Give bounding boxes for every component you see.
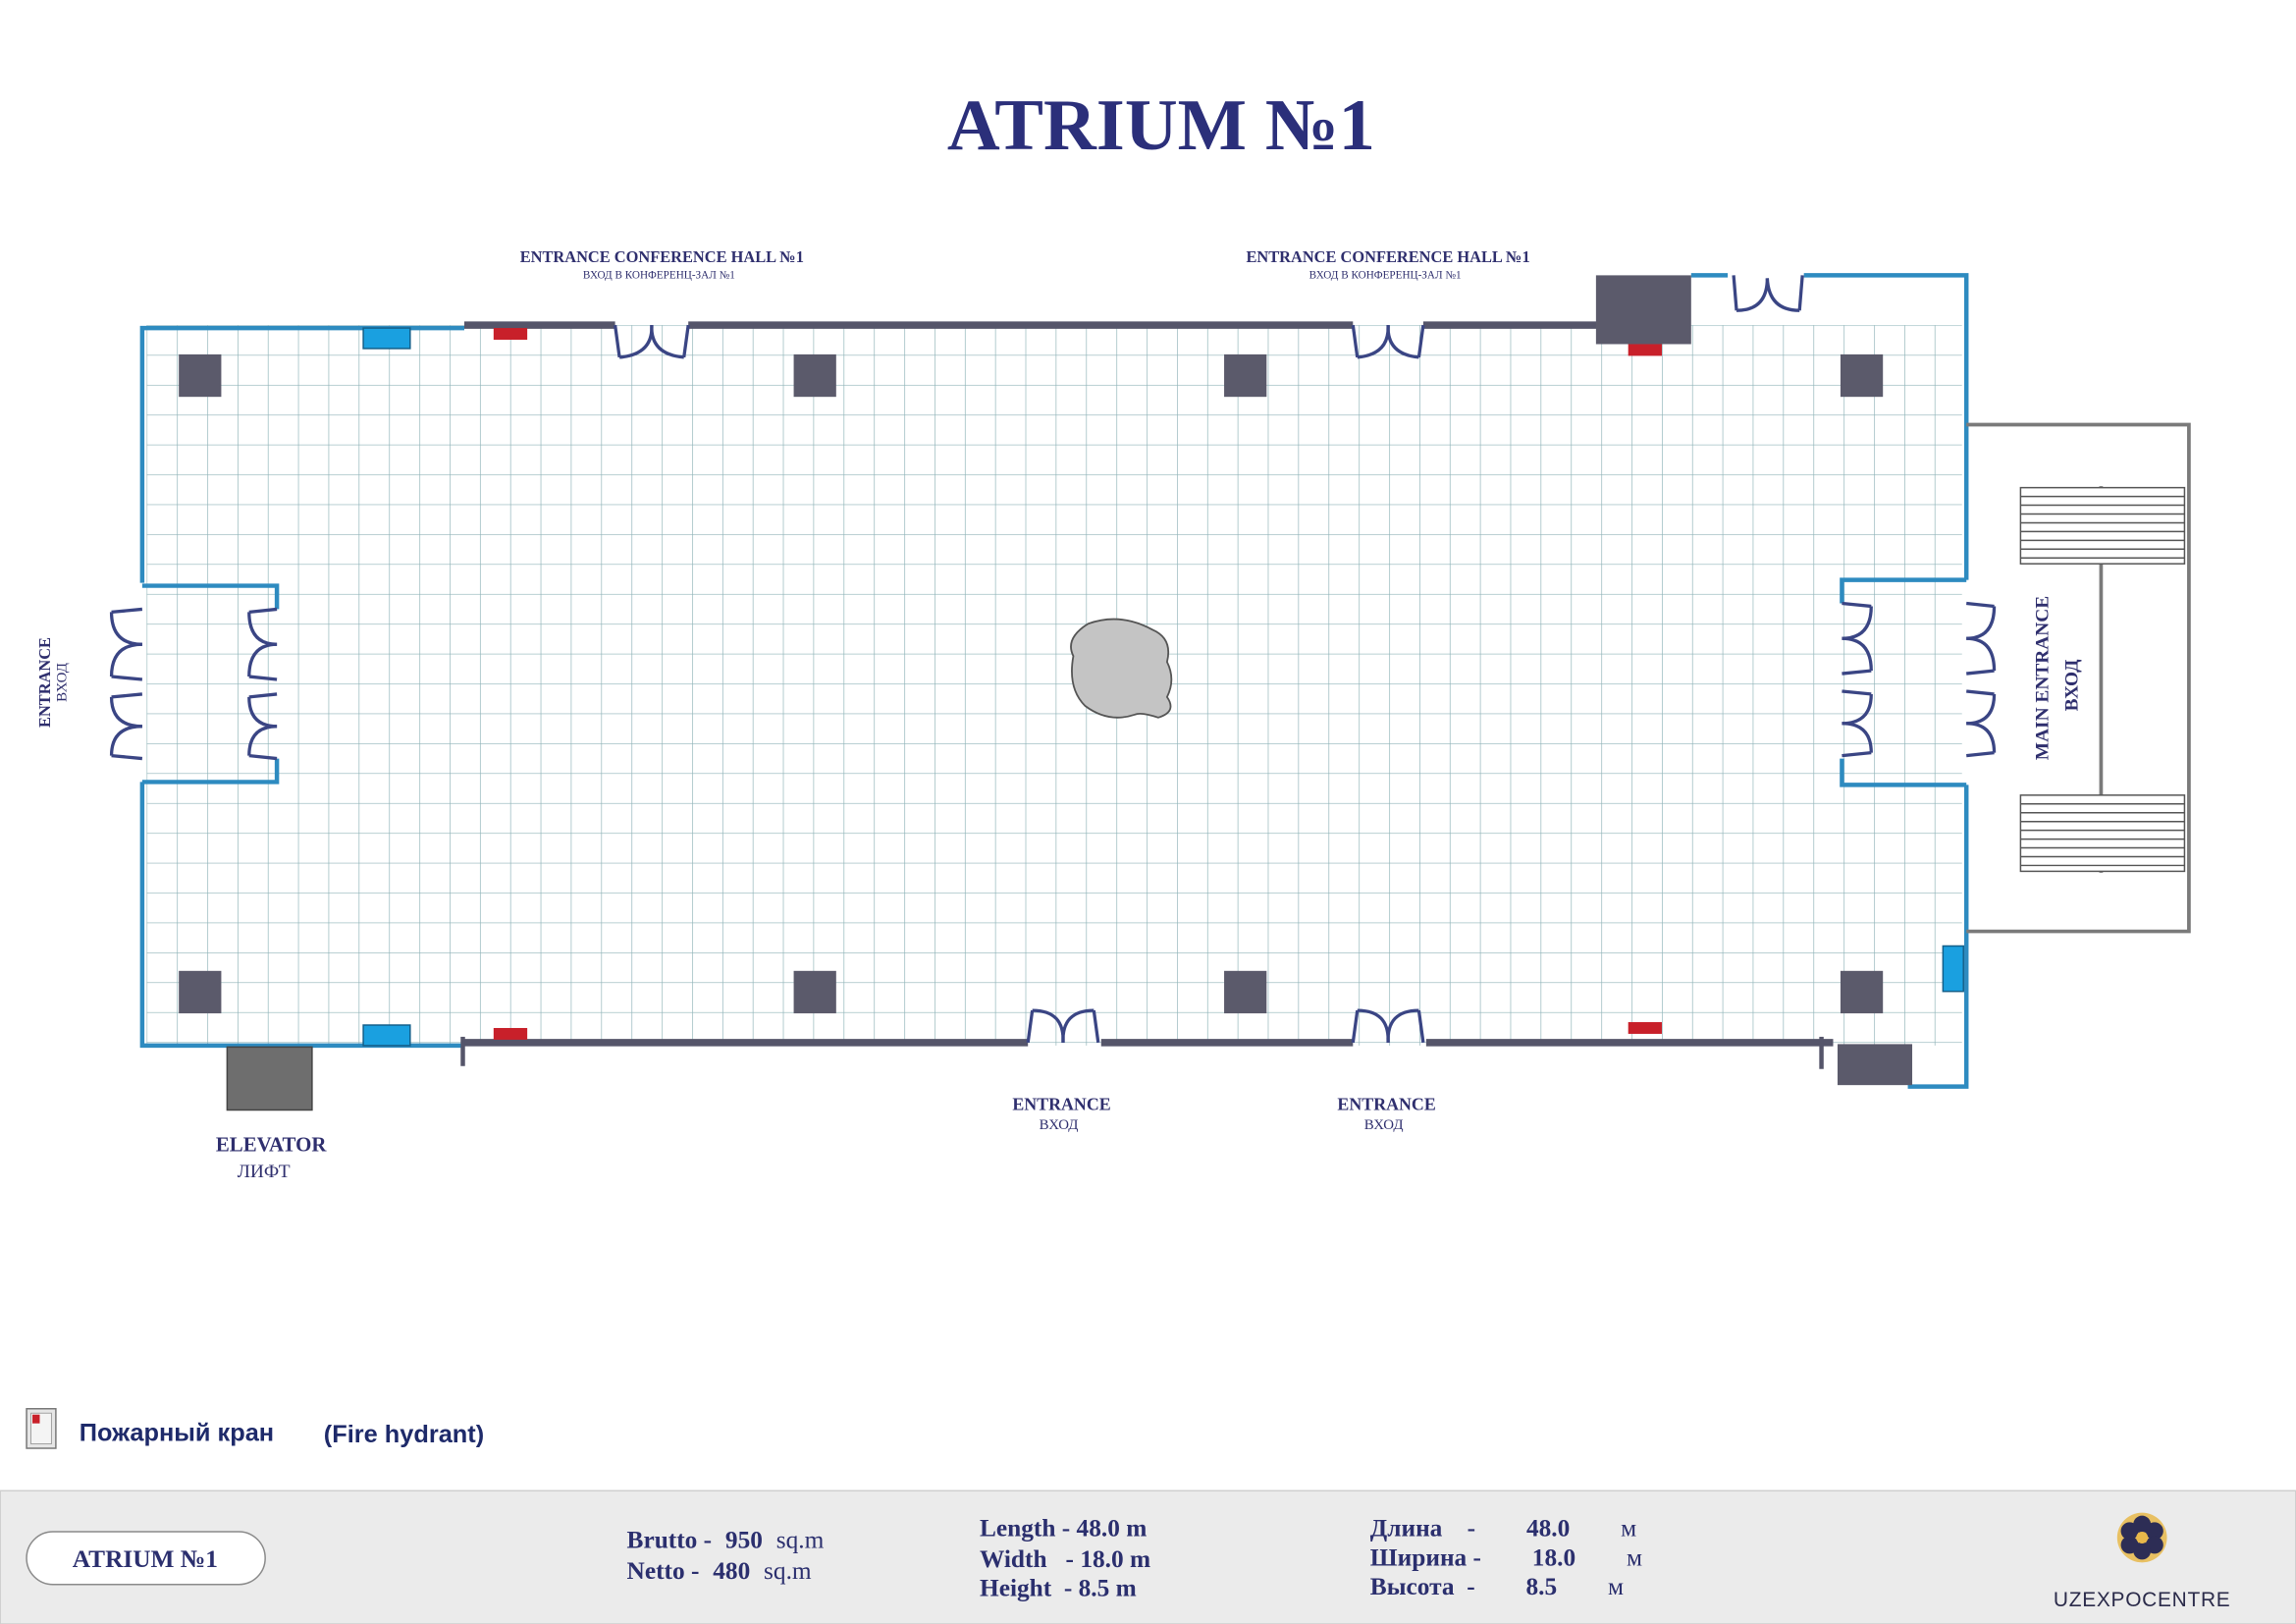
label-conference-ru-1: ВХОД В КОНФЕРЕНЦ-ЗАЛ №1 <box>583 269 735 281</box>
height-ru-unit: м <box>1608 1573 1624 1600</box>
fire-hydrants <box>493 328 1662 1040</box>
label-conference-en-2: ENTRANCE CONFERENCE HALL №1 <box>1246 247 1529 266</box>
legend-hydrant-ru: Пожарный кран <box>80 1420 274 1447</box>
dim-height-ru: Высота - 8.5 м <box>1326 1573 1654 1600</box>
utility-panel <box>362 327 411 350</box>
elevator-shaft <box>226 1046 313 1111</box>
label-entrance-bottom-1-ru: ВХОД <box>1040 1117 1079 1133</box>
height-ru-label: Высота - <box>1370 1573 1475 1600</box>
label-elevator: ELEVATOR <box>216 1132 327 1156</box>
length-ru-value: 48.0 <box>1526 1515 1570 1543</box>
door-right-outer <box>1966 601 1997 758</box>
stairs-upper <box>2019 486 2186 565</box>
uzexpocentre-logo-icon <box>2116 1512 2167 1563</box>
label-main-entrance: MAIN ENTRANCE <box>2033 596 2054 760</box>
label-entrance-bottom-2: ENTRANCE <box>1337 1095 1435 1114</box>
central-fountain <box>1070 618 1173 719</box>
label-entrance-left: ENTRANCE <box>35 637 54 728</box>
label-conference-ru-2: ВХОД В КОНФЕРЕНЦ-ЗАЛ №1 <box>1309 269 1462 281</box>
column <box>1224 353 1267 398</box>
utility-panel <box>1942 945 1964 993</box>
door-conference-2 <box>1351 324 1425 359</box>
dim-height-en: Height - 8.5 m <box>980 1575 1137 1602</box>
label-conference-en-1: ENTRANCE CONFERENCE HALL №1 <box>520 247 804 266</box>
hydrant-marker <box>1628 344 1662 356</box>
column <box>1224 970 1267 1014</box>
height-ru-value: 8.5 <box>1525 1573 1557 1600</box>
netto-unit: sq.m <box>764 1557 812 1585</box>
door-bottom-2 <box>1351 1008 1425 1044</box>
door-top-right <box>1732 275 1804 312</box>
column <box>1840 970 1884 1014</box>
width-ru-unit: м <box>1627 1543 1642 1571</box>
dim-width-en: Width - 18.0 m <box>980 1545 1150 1573</box>
legend-hydrant-en: (Fire hydrant) <box>324 1421 484 1448</box>
columns <box>179 275 1913 1086</box>
dim-width-ru: Ширина - 18.0 м <box>1326 1543 1673 1571</box>
column <box>793 970 836 1014</box>
area-brutto: Brutto - 950 sq.m <box>627 1526 825 1553</box>
utility-panels <box>362 327 1964 1047</box>
width-ru-label: Ширина - <box>1370 1543 1481 1571</box>
door-right-inner <box>1842 601 1873 758</box>
footer-badge <box>26 1531 266 1586</box>
page-title: ATRIUM №1 <box>947 85 1375 166</box>
service-block <box>1837 1044 1913 1086</box>
label-entrance-left-ru: ВХОД <box>54 663 70 702</box>
utility-panel <box>362 1024 411 1047</box>
door-bottom-1 <box>1026 1008 1100 1044</box>
length-ru-label: Длина - <box>1370 1515 1475 1543</box>
netto-value: 480 <box>713 1557 750 1585</box>
length-ru-unit: м <box>1621 1515 1636 1543</box>
dim-length-ru: Длина - 48.0 м <box>1326 1515 1667 1543</box>
dim-length-en: Length - 48.0 m <box>980 1515 1147 1543</box>
netto-label: Netto - <box>627 1557 700 1585</box>
hydrant-marker <box>493 1027 528 1040</box>
brutto-unit: sq.m <box>776 1526 825 1553</box>
main-entrance-porch <box>1966 422 2191 934</box>
label-elevator-ru: ЛИФТ <box>238 1162 291 1182</box>
column <box>793 353 836 398</box>
area-netto: Netto - 480 sq.m <box>627 1557 812 1585</box>
label-entrance-bottom-1: ENTRANCE <box>1012 1095 1110 1114</box>
brutto-label: Brutto - <box>627 1526 713 1553</box>
column <box>179 970 222 1014</box>
footer-bar: ATRIUM №1 Brutto - 950 sq.m Netto - 480 … <box>0 1489 2296 1624</box>
hydrant-marker <box>1628 1022 1662 1034</box>
label-entrance-bottom-2-ru: ВХОД <box>1364 1117 1404 1133</box>
fire-hydrant-icon <box>26 1408 57 1449</box>
service-block <box>1595 275 1691 345</box>
brand-name: UZEXPOCENTRE <box>2054 1589 2231 1611</box>
brutto-value: 950 <box>725 1526 763 1553</box>
hydrant-marker <box>493 328 528 341</box>
floor-grid <box>146 325 1962 1046</box>
inner-walls <box>460 321 1834 1069</box>
door-conference-1 <box>613 324 690 359</box>
label-main-entrance-ru: ВХОД <box>2062 659 2083 712</box>
stairs-lower <box>2019 794 2186 873</box>
width-ru-value: 18.0 <box>1532 1543 1575 1571</box>
column <box>1840 353 1884 398</box>
door-left-inner <box>247 607 278 761</box>
legend: Пожарный кран (Fire hydrant) <box>26 1408 484 1449</box>
footer-badge-label: ATRIUM №1 <box>73 1545 218 1573</box>
column <box>179 353 222 398</box>
outer-walls <box>139 273 1969 1089</box>
door-left-outer <box>109 607 143 761</box>
